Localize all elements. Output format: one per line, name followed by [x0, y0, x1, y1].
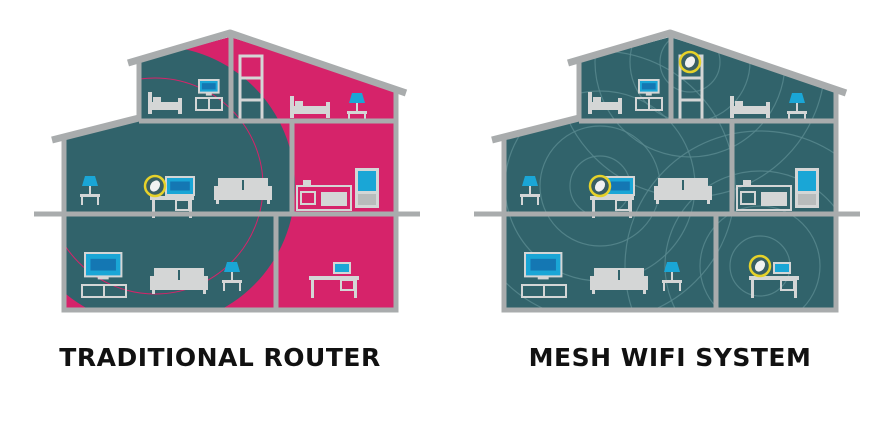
sofa-icon [654, 178, 712, 204]
bed-icon [148, 92, 182, 114]
bed-icon [588, 92, 622, 114]
desk-icon [150, 196, 194, 218]
tv-icon [165, 176, 195, 198]
sofa-icon [150, 268, 208, 294]
desk-icon [309, 276, 359, 298]
house-interior [504, 37, 836, 310]
signal-ring [659, 37, 721, 93]
outer-walls [61, 90, 399, 313]
lamp-icon [787, 93, 807, 122]
tv-stand-icon [195, 97, 223, 111]
router-icon [678, 50, 702, 74]
tv-stand-icon [521, 284, 567, 298]
lamp-icon [347, 93, 367, 122]
lamp-icon [520, 176, 540, 205]
sofa-icon [214, 178, 272, 204]
mesh-wifi-house [474, 29, 860, 313]
signal-ring [699, 205, 821, 310]
router-icon [143, 174, 167, 198]
tv-icon [198, 79, 220, 96]
sofa-icon [590, 268, 648, 294]
tv-icon [84, 252, 123, 280]
stove-icon [296, 180, 352, 211]
mesh-wifi-caption: MESH WIFI SYSTEM [528, 343, 812, 372]
fridge-icon [355, 168, 379, 208]
upper-roof [567, 29, 848, 97]
stove-icon [736, 180, 792, 211]
bed-icon [290, 96, 330, 118]
upper-roof [127, 29, 408, 97]
tv-stand-icon [635, 97, 663, 111]
lower-roof [51, 114, 140, 144]
router-icon [588, 174, 612, 198]
lamp-icon [662, 262, 682, 291]
signal-ring [624, 130, 836, 310]
bed-icon [730, 96, 770, 118]
outer-walls [501, 90, 839, 313]
tv-icon [638, 79, 660, 96]
lamp-icon [80, 176, 100, 205]
lamp-icon [222, 262, 242, 291]
laptop-icon [333, 262, 351, 274]
desk-icon [590, 196, 634, 218]
tv-icon [524, 252, 563, 280]
signal-ring [664, 170, 836, 310]
lower-roof [491, 114, 580, 144]
desk-icon [749, 276, 799, 298]
laptop-icon [773, 262, 791, 274]
fridge-icon [795, 168, 819, 208]
tv-stand-icon [81, 284, 127, 298]
traditional-router-caption: TRADITIONAL ROUTER [59, 343, 381, 372]
router-icon [748, 254, 772, 278]
